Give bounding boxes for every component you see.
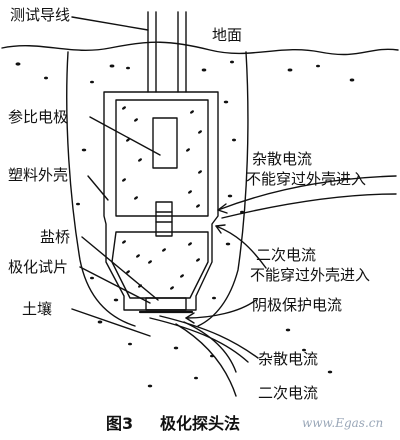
label-plastic-shell: 塑料外壳 [8, 166, 69, 184]
electrolyte-speck [198, 130, 202, 134]
electrolyte-speck [196, 258, 200, 262]
electrolyte-speck [134, 118, 138, 122]
label-test-lead: 测试导线 [10, 6, 71, 24]
watermark: www.Egas.cn [302, 416, 384, 430]
electrolyte-speck [134, 196, 138, 200]
electrolyte-speck [122, 240, 126, 244]
lower-chamber [111, 231, 209, 299]
label-stray-current-1: 杂散电流 [252, 150, 313, 168]
label-salt-bridge: 盐桥 [40, 228, 71, 246]
label-stray-blocked: 不能穿过外壳进入 [246, 170, 367, 188]
electrolyte-speck [188, 242, 192, 246]
electrolyte-speck [190, 110, 194, 114]
electrolyte-speck [126, 138, 130, 142]
label-secondary-current-1: 二次电流 [256, 246, 317, 264]
electrolyte-speck [138, 158, 142, 162]
electrolyte-speck [188, 190, 192, 194]
figure-number: 图3 [106, 414, 134, 433]
reference-electrode [152, 117, 178, 169]
hole-right-wall [197, 51, 249, 327]
electrolyte-speck [136, 254, 140, 258]
hole-left-wall [66, 51, 136, 327]
electrolyte-speck [122, 106, 126, 110]
label-polarization-coupon: 极化试片 [8, 258, 69, 276]
electrolyte-speck [148, 260, 152, 264]
label-secondary-current-2: 二次电流 [258, 384, 319, 402]
electrolyte-speck [180, 274, 184, 278]
plastic-shell [103, 91, 219, 311]
polarization-coupon [145, 297, 187, 311]
ground-line [1, 41, 399, 56]
electrolyte-speck [138, 284, 142, 288]
label-soil: 土壤 [22, 300, 53, 318]
electrolyte-speck [186, 148, 190, 152]
label-secondary-blocked: 不能穿过外壳进入 [250, 266, 371, 284]
electrolyte-speck [162, 248, 166, 252]
figure-title: 极化探头法 [160, 414, 241, 433]
label-stray-current-2: 杂散电流 [258, 350, 319, 368]
salt-bridge [155, 201, 173, 237]
label-reference-electrode: 参比电极 [8, 108, 69, 126]
electrolyte-speck [196, 204, 200, 208]
electrolyte-speck [198, 170, 202, 174]
electrolyte-speck [122, 178, 126, 182]
electrolyte-speck [170, 286, 174, 290]
label-ground: 地面 [212, 26, 243, 44]
upper-chamber [115, 99, 209, 217]
label-cathodic-protection-current: 阴极保护电流 [252, 296, 343, 314]
electrolyte-speck [126, 270, 130, 274]
